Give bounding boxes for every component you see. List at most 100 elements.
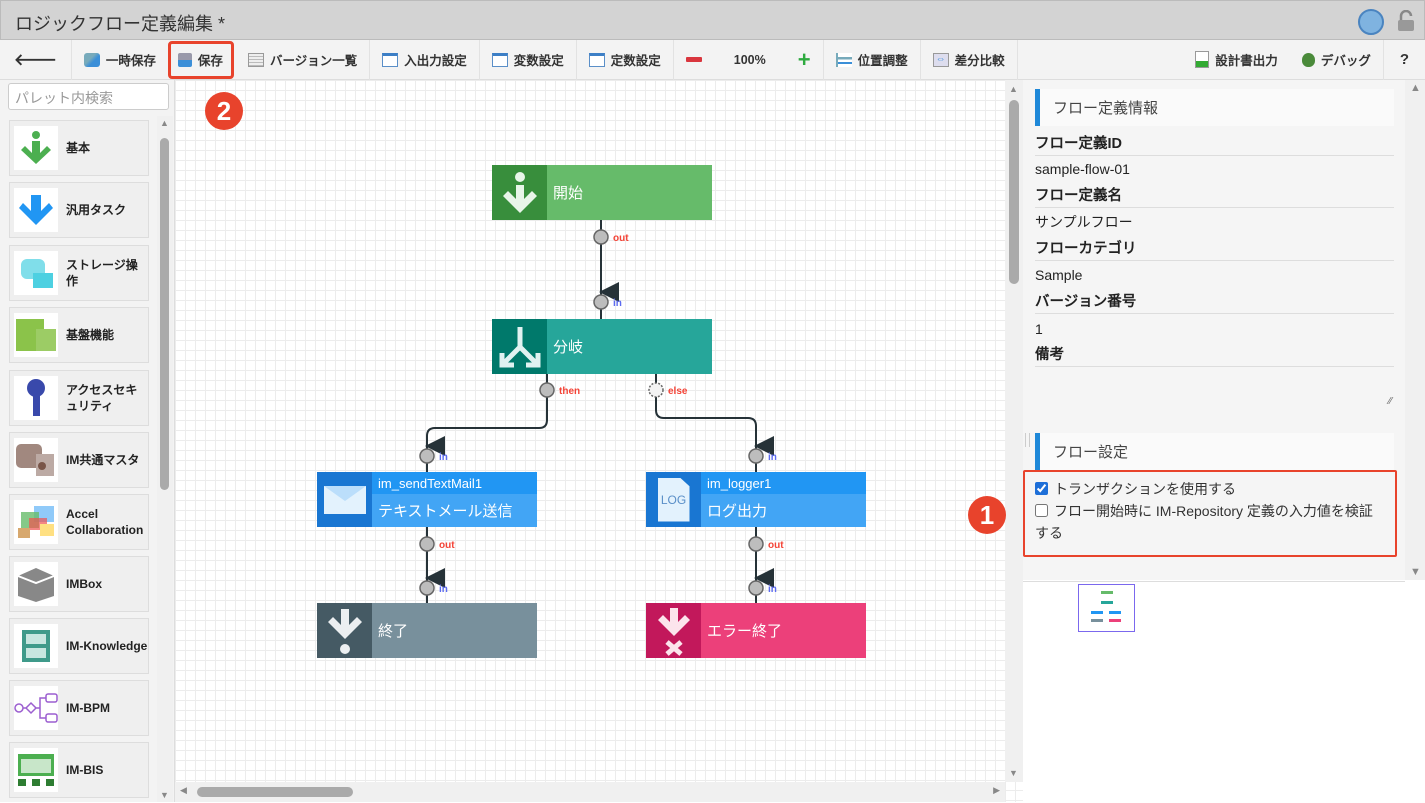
section-flow-info-title: フロー定義情報 [1035,89,1394,126]
palette-item-im-knowledge[interactable]: IM-Knowledge [9,618,149,674]
database-user-icon [14,438,58,482]
port-in [419,448,435,464]
align-button[interactable]: 位置調整 [824,39,921,80]
key-icon [14,376,58,420]
align-icon [835,52,852,67]
log-icon-text: LOG [657,477,690,522]
port-label: in [613,298,622,309]
node-end[interactable]: 終了 [317,603,537,658]
zoom-in-button[interactable]: + [786,39,824,80]
field-label: フローカテゴリ [1035,235,1394,261]
port-label: out [439,540,455,551]
canvas-horizontal-scrollbar[interactable]: ◀ ▶ [175,782,1005,802]
diff-label: 差分比較 [954,54,1005,68]
error-end-icon [646,603,701,658]
var-settings-label: 変数設定 [513,54,564,68]
palette-item-access-security[interactable]: アクセスセキュリティ [9,370,149,426]
palette-item-im-bpm[interactable]: IM-BPM [9,680,149,736]
io-settings-button[interactable]: 入出力設定 [370,39,480,80]
save-button[interactable]: 保存 [167,40,234,79]
knowledge-icon [14,624,58,668]
document-export-icon [1195,51,1210,68]
debug-button[interactable]: デバッグ [1290,39,1384,80]
field-value-id: sample-flow-01 [1035,161,1130,177]
minimap-viewport[interactable] [1078,584,1135,632]
minus-icon [685,57,702,62]
plus-icon: + [797,46,811,72]
minimap[interactable] [1023,581,1405,802]
splitter-handle[interactable] [1025,433,1030,447]
unlock-icon[interactable] [1397,9,1415,32]
user-avatar-icon[interactable] [1358,9,1384,35]
panel-scrollbar[interactable]: ▲ ▼ [1405,80,1425,580]
node-label: エラー終了 [707,623,783,640]
flow-settings-box: トランザクションを使用する フロー開始時に IM-Repository 定義の入… [1023,470,1397,557]
list-icon [247,52,264,67]
save-label: 保存 [197,54,223,68]
palette-item-imbox[interactable]: IMBox [9,556,149,612]
node-label: 開始 [553,185,584,202]
port-out [419,536,435,552]
const-settings-button[interactable]: 定数設定 [577,39,674,80]
node-error-end[interactable]: エラー終了 [646,603,866,658]
var-settings-button[interactable]: 変数設定 [480,39,577,80]
title-bar: ロジックフロー定義編集 * [0,0,1425,40]
zoom-out-button[interactable] [674,40,714,80]
palette-item-label: IM-BIS [66,763,104,777]
node-label: 分岐 [553,339,584,356]
palette-item-accel-collaboration[interactable]: Accel Collaboration [9,494,149,550]
use-transaction-option[interactable]: トランザクションを使用する [1035,478,1385,500]
port-in [748,448,764,464]
palette-scrollbar[interactable]: ▲ ▼ [157,116,173,802]
palette-item-foundation[interactable]: 基盤機能 [9,307,149,363]
field-value-version: 1 [1035,321,1043,337]
palette-item-im-bis[interactable]: IM-BIS [9,742,149,798]
use-transaction-checkbox[interactable] [1035,482,1048,495]
box-icon [14,562,58,606]
align-label: 位置調整 [857,54,908,68]
diff-button[interactable]: ⇔差分比較 [921,39,1018,80]
palette-item-storage[interactable]: ストレージ操作 [9,245,149,301]
save-icon [177,52,192,67]
validate-input-checkbox[interactable] [1035,504,1048,517]
node-label: 終了 [378,623,409,640]
palette-item-label: IM-BPM [66,701,110,715]
validate-input-option[interactable]: フロー開始時に IM-Repository 定義の入力値を検証する [1035,500,1385,544]
port-label: out [768,540,784,551]
port-label: in [768,584,777,595]
flow-canvas[interactable]: out in then else in in out out in in 開始 … [175,80,1023,802]
port-label: in [768,452,777,463]
back-button[interactable]: 🡐 [0,39,72,80]
field-label: フロー定義ID [1035,130,1394,156]
use-transaction-label: トランザクションを使用する [1054,481,1236,497]
port-label: in [439,584,448,595]
export-doc-label: 設計書出力 [1215,54,1278,68]
node-start[interactable]: 開始 [492,165,712,220]
version-list-button[interactable]: バージョン一覧 [236,39,371,80]
log-file-icon: LOG [646,472,701,527]
bug-icon [1301,52,1315,67]
help-button[interactable]: ? [1399,51,1409,68]
back-arrow-icon: 🡐 [14,52,57,69]
zoom-level: 100% [733,52,766,67]
debug-label: デバッグ [1320,54,1371,68]
field-label: バージョン番号 [1035,288,1394,314]
field-label: 備考 [1035,341,1394,367]
temp-save-button[interactable]: 一時保存 [72,40,168,80]
grid-icon [14,313,58,357]
palette-search-input[interactable]: パレット内検索 [8,83,169,110]
canvas-vertical-scrollbar[interactable]: ▲ ▼ [1005,80,1023,782]
node-branch[interactable]: 分岐 [492,319,712,374]
temp-save-label: 一時保存 [105,54,156,68]
port-in [419,580,435,596]
palette-item-basic[interactable]: 基本 [9,120,149,176]
note-textarea[interactable]: ⁄⁄ [1035,369,1394,409]
toolbar: 🡐 一時保存 保存 バージョン一覧 入出力設定 変数設定 定数設定 100% +… [0,39,1425,80]
port-label: in [439,452,448,463]
storage-icon [14,251,58,295]
palette-item-general-task[interactable]: 汎用タスク [9,182,149,238]
palette-item-im-common-master[interactable]: IM共通マスタ [9,432,149,488]
export-doc-button[interactable]: 設計書出力 [1183,40,1290,80]
